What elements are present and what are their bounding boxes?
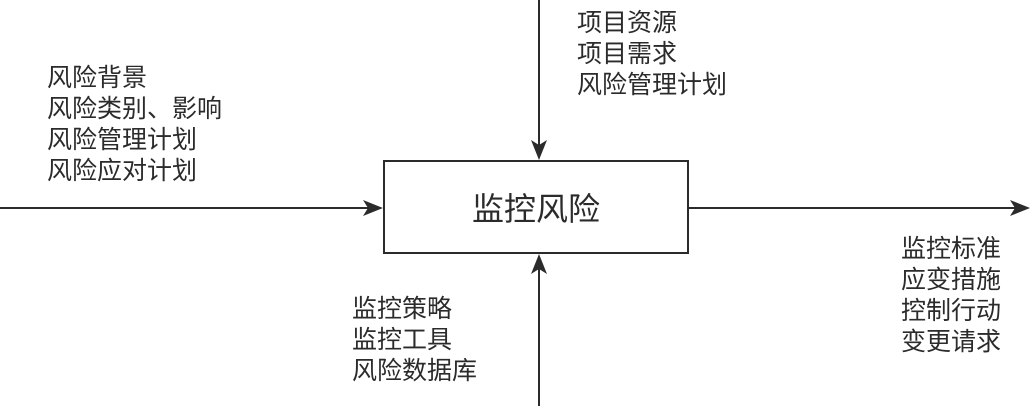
output-item: 控制行动 <box>901 296 1002 325</box>
input-item: 风险应对计划 <box>47 156 198 185</box>
output-arrow-head <box>1010 200 1030 216</box>
outputs-label-group: 监控标准 应变措施 控制行动 变更请求 <box>901 233 1001 357</box>
input-item: 风险管理计划 <box>47 125 198 154</box>
mechanism-arrow-head <box>531 254 547 274</box>
control-item: 项目需求 <box>577 39 678 68</box>
mechanism-item: 风险数据库 <box>352 356 478 385</box>
mechanism-item: 监控策略 <box>352 294 453 323</box>
input-item: 风险背景 <box>47 63 148 92</box>
control-item: 项目资源 <box>577 8 678 37</box>
controls-label-group: 项目资源 项目需求 风险管理计划 <box>577 7 727 100</box>
input-item: 风险类别、影响 <box>47 94 223 123</box>
process-box: 监控风险 <box>383 160 689 254</box>
mechanisms-label-group: 监控策略 监控工具 风险数据库 <box>352 293 477 386</box>
output-item: 应变措施 <box>901 265 1002 294</box>
input-arrow-head <box>363 200 383 216</box>
process-title: 监控风险 <box>471 190 600 228</box>
control-item: 风险管理计划 <box>577 70 728 99</box>
inputs-label-group: 风险背景 风险类别、影响 风险管理计划 风险应对计划 <box>47 62 222 186</box>
mechanism-item: 监控工具 <box>352 325 453 354</box>
control-arrow-head <box>531 140 547 160</box>
output-item: 变更请求 <box>901 327 1002 356</box>
output-item: 监控标准 <box>901 234 1002 263</box>
